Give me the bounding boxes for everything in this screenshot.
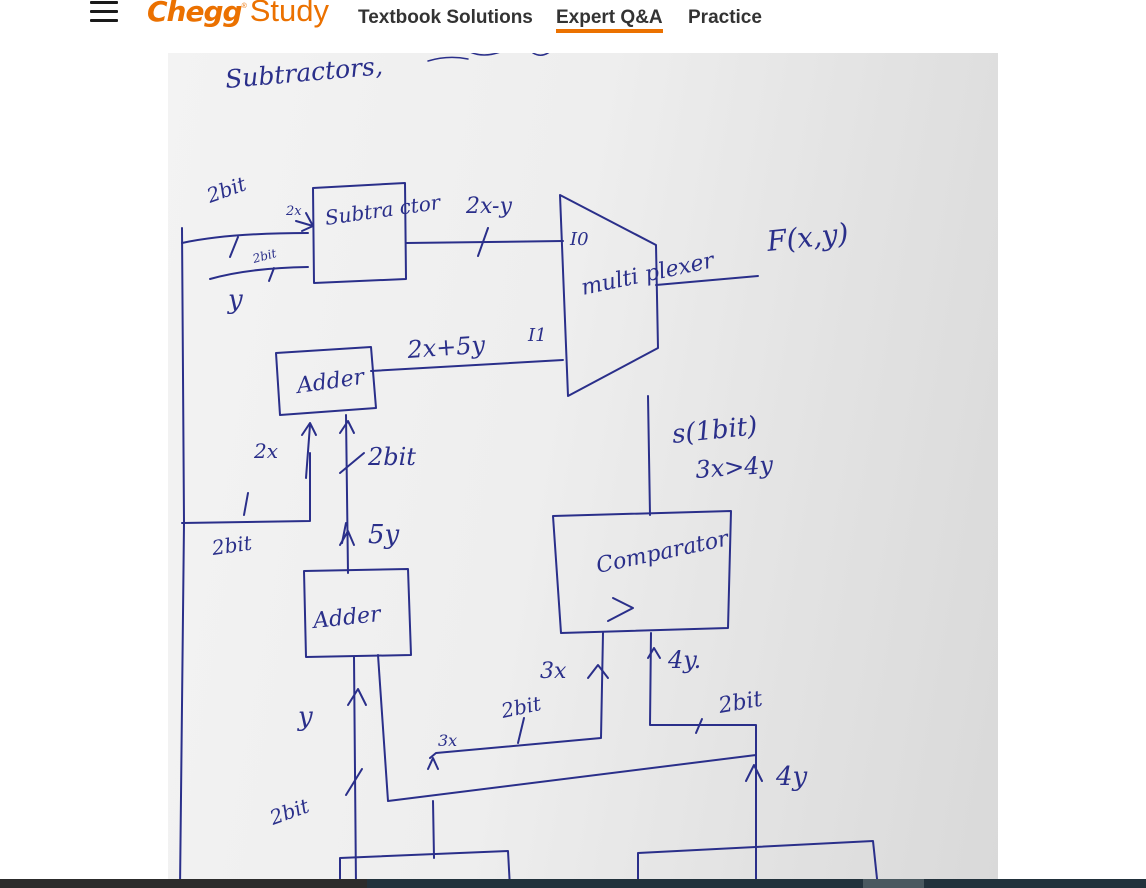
label-input-2bit-y: 2bit — [250, 246, 278, 266]
hamburger-menu-icon[interactable] — [90, 0, 120, 26]
label-bottom-y: y — [297, 702, 313, 732]
label-mux-i0: I0 — [569, 229, 589, 250]
label-subtractor: Subtra ctor — [323, 190, 443, 230]
label-multiplexer: multi plexer — [579, 248, 718, 301]
label-wire-4y: 4y — [775, 762, 808, 792]
nav-practice[interactable]: Practice — [688, 7, 762, 28]
bottom-status-bar — [0, 879, 1146, 888]
label-comp-2bit-left: 2bit — [498, 691, 544, 723]
label-comp-3x: 3x — [540, 659, 567, 684]
label-adder-2bit-left: 2bit — [209, 530, 254, 560]
label-adder-2bit-right: 2bit — [367, 443, 416, 471]
chegg-study-logo[interactable]: Chegg®Study — [147, 0, 329, 29]
label-select-s-1bit: s(1bit) — [671, 411, 759, 450]
label-wire-3x: 3x — [438, 731, 457, 750]
label-bottom-2bit: 2bit — [266, 793, 314, 830]
label-comp-4y: 4y. — [667, 646, 701, 674]
label-2x-plus-5y: 2x+5y — [405, 331, 486, 364]
diagram-drawing: Subtractors, 2bit 2x 2bit y Subtra ctor … — [179, 53, 879, 888]
label-comparator: Comparator — [594, 526, 732, 579]
logo-registered-mark: ® — [241, 3, 247, 10]
diagram-top-text: Subtractors, — [224, 53, 384, 94]
label-2x-minus-y: 2x-y — [465, 194, 512, 219]
logo-chegg-text: Chegg — [147, 0, 243, 28]
label-mux-i1: I1 — [527, 325, 547, 346]
nav-textbook-solutions[interactable]: Textbook Solutions — [358, 7, 533, 28]
nav-expert-qa[interactable]: Expert Q&A — [556, 7, 663, 33]
label-comp-2bit-right: 2bit — [716, 687, 765, 719]
top-navigation-bar: Chegg®Study Textbook Solutions Expert Q&… — [0, 0, 1146, 53]
label-input-y: y — [227, 285, 243, 315]
label-input-2bit: 2bit — [203, 171, 251, 208]
label-adder-2x: 2x — [253, 439, 278, 463]
label-adder-bottom: Adder — [310, 602, 383, 634]
logo-study-text: Study — [249, 0, 330, 28]
label-adder-top: Adder — [293, 365, 367, 400]
bottom-bar-right-segment — [863, 879, 924, 888]
label-input-2x: 2x — [285, 204, 302, 219]
label-select-condition: 3x>4y — [694, 451, 774, 484]
label-f-output: F(x,y) — [764, 217, 850, 258]
label-adder-5y: 5y — [368, 520, 400, 550]
bottom-bar-left-segment — [0, 879, 367, 888]
handwritten-diagram-image: Subtractors, 2bit 2x 2bit y Subtra ctor … — [168, 53, 998, 888]
